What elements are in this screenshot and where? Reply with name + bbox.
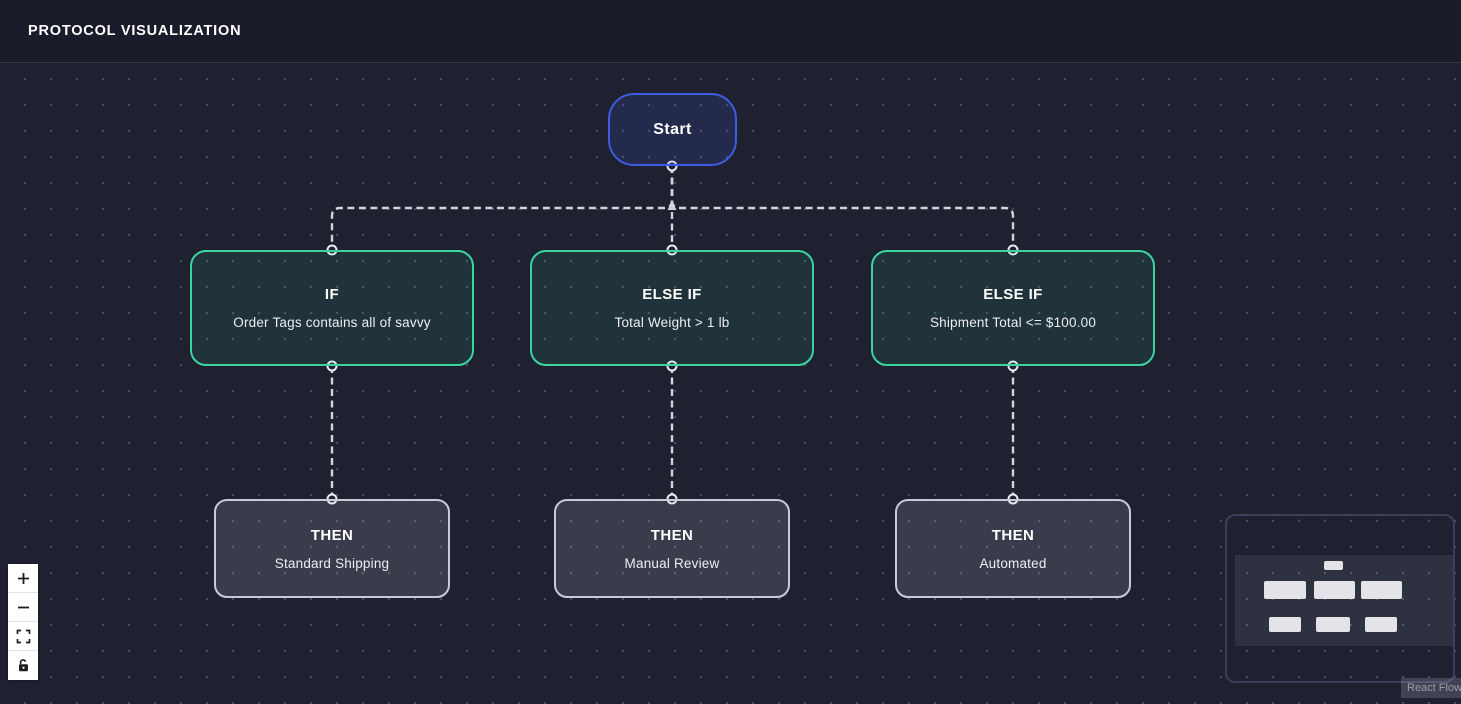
edge-arrowhead <box>667 201 677 210</box>
action-title: THEN <box>310 526 354 544</box>
condition-node-elseif-2[interactable]: ELSE IF Shipment Total <= $100.00 <box>871 250 1155 366</box>
condition-subtitle: Total Weight > 1 lb <box>614 315 730 330</box>
condition-title: ELSE IF <box>642 286 702 303</box>
action-subtitle: Manual Review <box>624 555 720 571</box>
toggle-interactivity-button[interactable] <box>8 651 38 680</box>
condition-subtitle: Order Tags contains all of savvy <box>233 315 431 330</box>
condition-subtitle: Shipment Total <= $100.00 <box>929 315 1097 330</box>
action-node-then-3[interactable]: THEN Automated <box>895 499 1131 598</box>
minimap-node-action <box>1269 617 1301 632</box>
start-node[interactable]: Start <box>608 93 737 166</box>
canvas-controls <box>8 564 38 680</box>
lock-open-icon <box>18 659 28 672</box>
condition-node-elseif-1[interactable]: ELSE IF Total Weight > 1 lb <box>530 250 814 366</box>
zoom-in-button[interactable] <box>8 564 38 593</box>
minimap-viewport[interactable] <box>1235 555 1453 646</box>
app-header: PROTOCOL VISUALIZATION <box>0 0 1461 63</box>
action-subtitle: Automated <box>979 555 1047 571</box>
action-node-then-1[interactable]: THEN Standard Shipping <box>214 499 450 598</box>
condition-title: IF <box>324 286 340 303</box>
condition-title: ELSE IF <box>983 286 1043 303</box>
minimap-node-start <box>1324 561 1343 570</box>
minimap-node-condition <box>1264 581 1306 599</box>
action-subtitle: Standard Shipping <box>274 555 390 571</box>
start-node-label: Start <box>653 120 692 138</box>
minimap-node-action <box>1316 617 1350 632</box>
action-title: THEN <box>650 526 694 544</box>
fit-view-button[interactable] <box>8 622 38 651</box>
connection-handle[interactable] <box>326 360 338 372</box>
fit-view-icon <box>16 629 30 643</box>
minimap[interactable] <box>1225 514 1455 683</box>
page-title: PROTOCOL VISUALIZATION <box>28 23 242 39</box>
action-node-then-2[interactable]: THEN Manual Review <box>554 499 790 598</box>
connection-handle[interactable] <box>1007 360 1019 372</box>
zoom-out-button[interactable] <box>8 593 38 622</box>
minimap-node-action <box>1365 617 1397 632</box>
edge-start-to-elseif-2[interactable] <box>670 166 1015 250</box>
edge-start-to-if[interactable] <box>330 166 674 250</box>
connection-handle[interactable] <box>666 160 678 172</box>
plus-icon <box>17 572 29 584</box>
minimap-node-condition <box>1361 581 1402 599</box>
condition-node-if[interactable]: IF Order Tags contains all of savvy <box>190 250 474 366</box>
minus-icon <box>17 606 29 608</box>
action-title: THEN <box>991 526 1035 544</box>
minimap-node-condition <box>1314 581 1355 599</box>
connection-handle[interactable] <box>666 360 678 372</box>
react-flow-attribution[interactable]: React Flow <box>1401 678 1461 698</box>
